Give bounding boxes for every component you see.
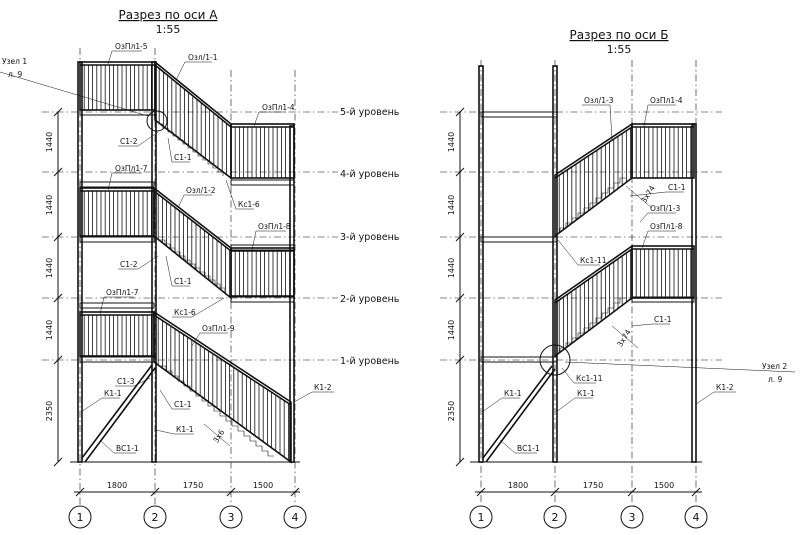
mark-k1-1b: К1-1 — [176, 425, 194, 434]
mark-bc1-1: ВС1-1 — [116, 444, 139, 453]
vdim-b-1: 1440 — [447, 132, 456, 152]
section-a-scale: 1:55 — [156, 23, 181, 36]
mark-b-ozl1-3b: ОзП/1-3 — [650, 204, 681, 213]
vdim-a-2: 1440 — [45, 195, 54, 215]
mark-ozpl1-8: ОзПл1-8 — [258, 222, 291, 231]
level-2-label: 2-й уровень — [340, 294, 400, 305]
node-1-sheet: л. 9 — [8, 70, 23, 79]
section-b-horizontal-dims: 1800 1750 1500 — [475, 481, 702, 497]
mark-b-ozpl1-8: ОзПл1-8 — [650, 222, 683, 231]
level-5-label: 5-й уровень — [340, 107, 400, 118]
section-a-axis-bubbles: 1 2 3 4 — [68, 505, 307, 529]
level-1-label: 1-й уровень — [340, 356, 400, 367]
vdim-a-3: 1440 — [45, 258, 54, 278]
section-b-title: Разрез по оси Б — [570, 28, 669, 42]
mark-c1-2a: С1-2 — [120, 137, 138, 146]
section-a: Разрез по оси А 1:55 — [0, 8, 400, 529]
mark-c1-2b: С1-2 — [120, 260, 138, 269]
hdim-a-2: 1750 — [183, 481, 203, 490]
section-b-scale: 1:55 — [607, 43, 632, 56]
mark-ozl1-2: Озл/1-2 — [186, 186, 216, 195]
axis-a-3: 3 — [228, 511, 235, 524]
mark-c1-3: С1-3 — [117, 377, 135, 386]
mark-b-ozpl1-4: ОзПл1-4 — [650, 96, 683, 105]
axis-b-3: 3 — [629, 511, 636, 524]
mark-ozpl1-4: ОзПл1-4 — [262, 103, 295, 112]
mark-ozpl1-9: ОзПл1-9 — [202, 324, 235, 333]
section-b-axis-bubbles: 1 2 3 4 — [469, 505, 708, 529]
vdim-b-2: 1440 — [447, 195, 456, 215]
section-b-bracing — [482, 365, 556, 463]
vdim-b-3: 1440 — [447, 258, 456, 278]
section-a-vertical-dims: 1440 1440 1440 1440 2350 — [45, 107, 63, 467]
mark-b-k1-1b: К1-1 — [577, 389, 595, 398]
mark-b-k1-2: К1-2 — [716, 383, 734, 392]
section-b-vertical-dims: 1440 1440 1440 1440 2350 — [447, 107, 465, 467]
axis-a-2: 2 — [152, 511, 159, 524]
node-2-circle — [539, 344, 571, 376]
hdim-b-1: 1800 — [508, 481, 528, 490]
axis-b-1: 1 — [478, 511, 485, 524]
hdim-a-3: 1500 — [253, 481, 273, 490]
mark-c1-1b: С1-1 — [174, 277, 192, 286]
axis-b-2: 2 — [552, 511, 559, 524]
node-1-label: Узел 1 — [2, 57, 27, 66]
mark-k1-1a: К1-1 — [104, 389, 122, 398]
mark-ozpl1-7b: ОзПл1-7 — [106, 288, 139, 297]
mark-kc1-6a: Кс1-6 — [238, 200, 260, 209]
mark-c1-1a: С1-1 — [174, 153, 192, 162]
section-b-beams — [480, 111, 695, 363]
section-b-marks: Озл/1-3 ОзПл1-4 С1-1 ОзП/1-3 ОзПл1-8 Кс1… — [481, 96, 736, 454]
axis-a-4: 4 — [292, 511, 299, 524]
section-a-bracing — [81, 364, 156, 463]
section-a-horizontal-dims: 1800 1750 1500 — [74, 481, 300, 497]
node-2-label: Узел 2 — [762, 362, 787, 371]
hdim-b-2: 1750 — [583, 481, 603, 490]
hdim-b-3: 1500 — [654, 481, 674, 490]
section-a-grid-axes — [79, 48, 296, 505]
mark-b-kc1-11a: Кс1-11 — [580, 256, 607, 265]
hdim-a-1: 1800 — [107, 481, 127, 490]
section-a-title: Разрез по оси А — [119, 8, 219, 22]
node-2-sheet: л. 9 — [768, 375, 783, 384]
mark-kc1-6b: Кс1-6 — [174, 308, 196, 317]
section-b-railings — [554, 122, 695, 358]
mark-b-ozl1-3a: Озл/1-3 — [584, 96, 614, 105]
mark-b-c1-1b: С1-1 — [654, 315, 672, 324]
vdim-a-1: 1440 — [45, 132, 54, 152]
vdim-a-4: 1440 — [45, 320, 54, 340]
mark-ozl1-1: Озл/1-1 — [188, 53, 218, 62]
vdim-b-4: 1440 — [447, 320, 456, 340]
mark-b-c1-1a: С1-1 — [668, 183, 686, 192]
mark-b-steps-a: 3х74 — [639, 184, 657, 205]
vdim-b-5: 2350 — [447, 401, 456, 421]
mark-b-bc1-1: ВС1-1 — [517, 444, 540, 453]
section-a-railings — [79, 60, 295, 464]
section-a-marks: ОзПл1-5 Озл/1-1 ОзПл1-4 С1-2 С1-1 ОзПл1-… — [80, 42, 334, 454]
level-3-label: 3-й уровень — [340, 232, 400, 243]
section-b: Разрез по оси Б 1:55 — [440, 28, 796, 529]
railing-balusters — [80, 64, 694, 461]
section-a-level-labels: 5-й уровень 4-й уровень 3-й уровень 2-й … — [340, 107, 400, 367]
axis-a-1: 1 — [77, 511, 84, 524]
vdim-a-5: 2350 — [45, 401, 54, 421]
mark-k1-2: К1-2 — [314, 383, 332, 392]
axis-b-4: 4 — [693, 511, 700, 524]
mark-steps: 3х6 — [211, 428, 226, 445]
node-1-circle — [146, 110, 168, 132]
mark-ozpl1-7a: ОзПл1-7 — [115, 164, 148, 173]
level-4-label: 4-й уровень — [340, 169, 400, 180]
mark-b-k1-1a: К1-1 — [504, 389, 522, 398]
mark-ozpl1-5: ОзПл1-5 — [115, 42, 148, 51]
mark-c1-1c: С1-1 — [174, 400, 192, 409]
mark-b-kc1-11b: Кс1-11 — [576, 374, 603, 383]
